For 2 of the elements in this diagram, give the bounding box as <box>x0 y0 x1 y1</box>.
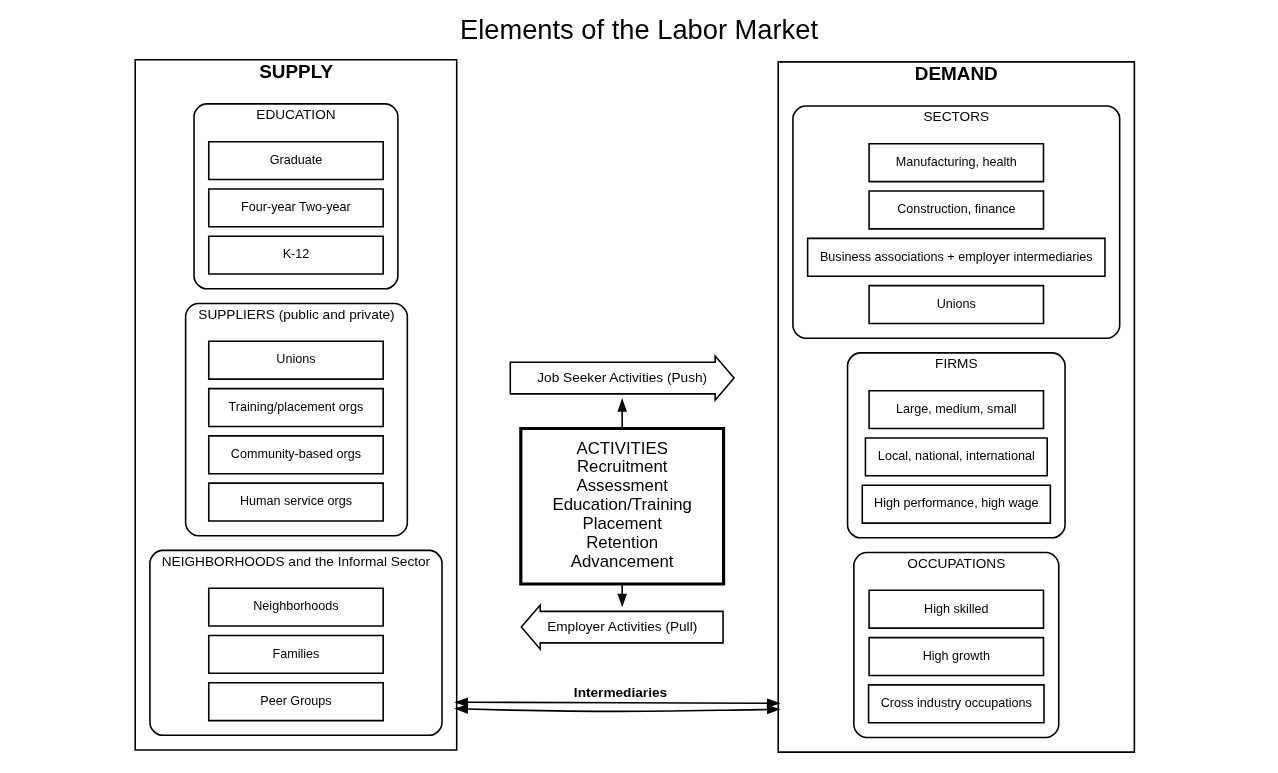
edge-label: Intermediaries <box>573 684 668 700</box>
diagram-title: Elements of the Labor Market <box>459 13 819 45</box>
